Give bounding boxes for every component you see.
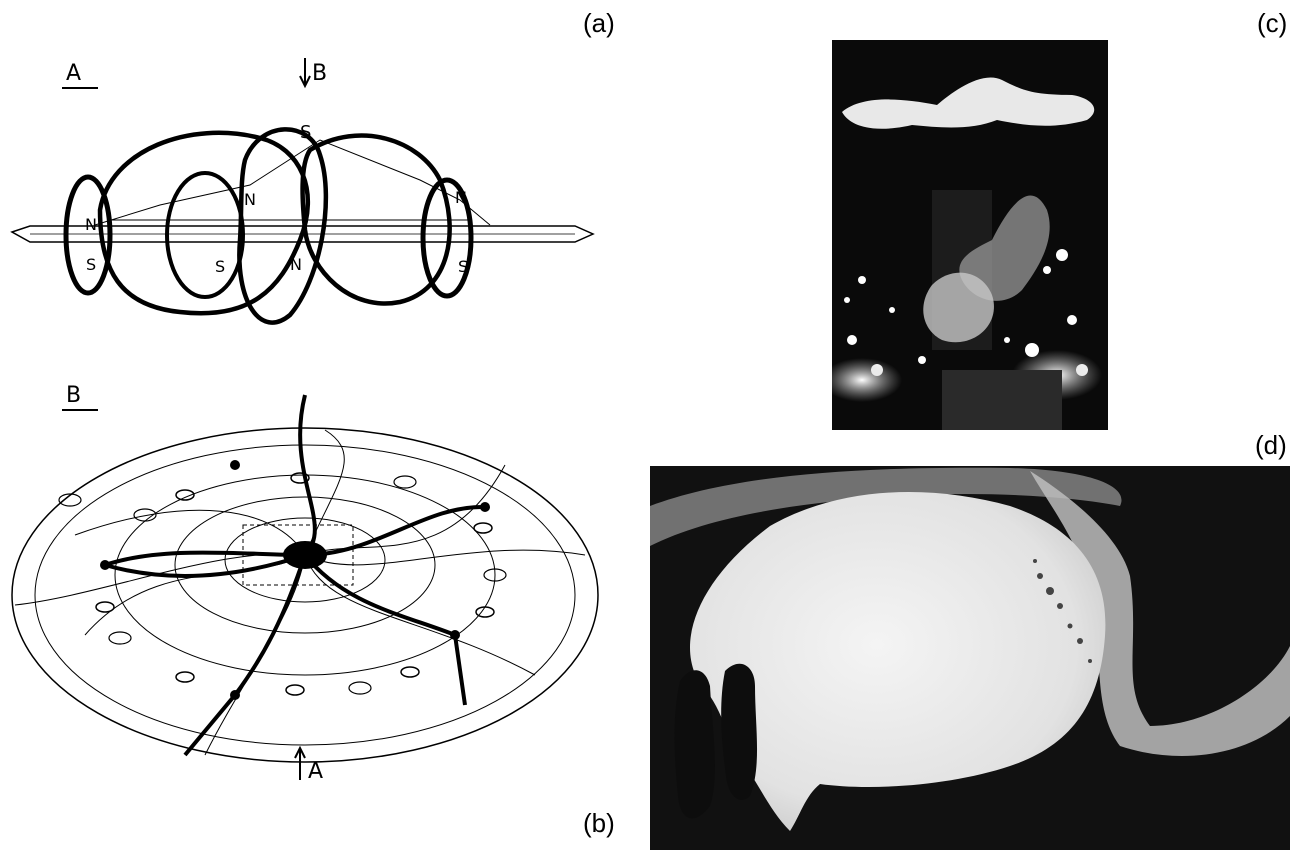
photo-d-speck — [1033, 559, 1037, 563]
panel-label-a: (a) — [583, 8, 615, 39]
disc-ring — [35, 445, 575, 745]
spiral-arm-thick — [305, 507, 485, 555]
section-label-a: A — [66, 61, 81, 86]
pole-label: N — [85, 215, 97, 234]
photo-c — [832, 40, 1108, 430]
hatched-oval — [286, 685, 304, 695]
plain-oval — [109, 632, 131, 644]
spiral-arm-thin — [15, 554, 305, 605]
pole-label: N — [455, 188, 467, 207]
plain-oval — [394, 476, 416, 488]
view-marker-a: A — [308, 759, 323, 784]
photo-c-spark — [1004, 337, 1010, 343]
spiral-arm-thin — [305, 430, 344, 555]
arm-end-dot — [480, 502, 490, 512]
photo-c-spark — [1043, 266, 1051, 274]
pole-label: S — [458, 257, 468, 276]
panel-label-b: (b) — [583, 808, 615, 839]
spiral-arm-thick — [185, 555, 305, 755]
hatched-oval — [176, 672, 194, 682]
photo-c-spark — [858, 276, 866, 284]
plain-oval — [349, 682, 371, 694]
photo-c-spark — [847, 335, 857, 345]
hatched-oval — [401, 667, 419, 677]
field-loop-inner — [167, 173, 243, 297]
photo-d-speck — [1088, 659, 1092, 663]
spiral-arm-thin — [305, 555, 535, 675]
pole-label: N — [244, 190, 256, 209]
photo-c-spark — [918, 356, 926, 364]
photo-d-speck — [1068, 624, 1073, 629]
photo-d-finger-shape — [675, 670, 715, 818]
diagram-top-view: B — [0, 380, 620, 800]
photo-d-speck — [1077, 638, 1083, 644]
photo-d — [650, 466, 1290, 850]
arm-end-dot — [230, 690, 240, 700]
photo-c-spark — [1056, 249, 1068, 261]
arm-end-dot — [100, 560, 110, 570]
hatched-oval — [96, 602, 114, 612]
field-loop-left-large — [100, 133, 308, 313]
photo-c-floor — [942, 370, 1062, 430]
view-marker-b: B — [312, 61, 327, 86]
photo-d-finger-shape — [721, 664, 757, 800]
arm-end-dot — [230, 460, 240, 470]
plate-outline — [95, 140, 490, 225]
pole-label: S — [215, 257, 225, 276]
photo-d-speck — [1037, 573, 1043, 579]
pole-label: N — [290, 255, 302, 274]
photo-d-speck — [1057, 603, 1063, 609]
photo-c-spark — [889, 307, 895, 313]
photo-c-spark — [844, 297, 850, 303]
hatched-oval — [476, 607, 494, 617]
panel-label-c: (c) — [1257, 8, 1287, 39]
panel-label-d: (d) — [1255, 430, 1287, 461]
spiral-arm-thick — [305, 555, 465, 705]
section-label-b: B — [66, 383, 81, 408]
diagram-side-view: A B N S N S N S N S — [0, 40, 620, 390]
arm-end-dot — [450, 630, 460, 640]
spiral-arm-thin — [305, 550, 585, 565]
photo-d-speck — [1046, 587, 1054, 595]
hatched-oval — [474, 523, 492, 533]
photo-c-spark — [1067, 315, 1077, 325]
pole-label: S — [300, 122, 311, 143]
pole-label: S — [86, 255, 96, 274]
